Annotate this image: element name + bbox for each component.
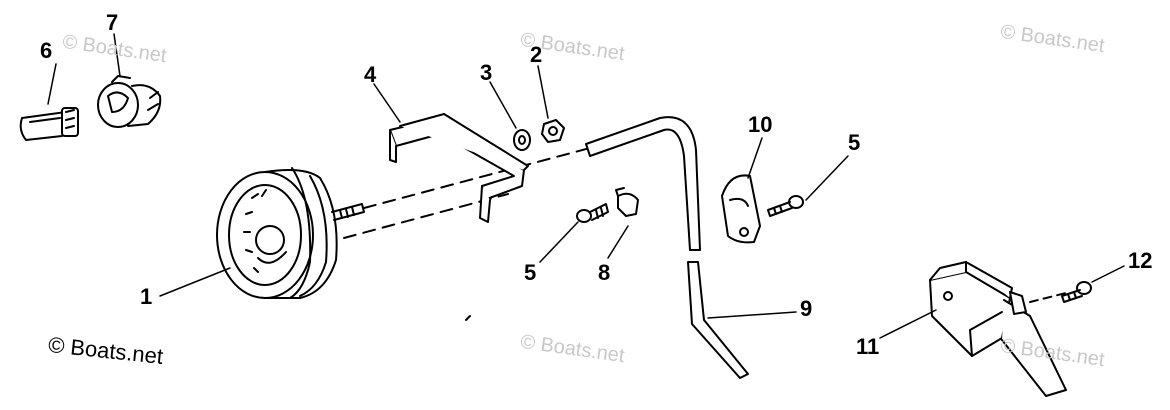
screw-part-5-upper [767,195,804,217]
callout-7: 7 [106,10,119,35]
callout-12: 12 [1128,248,1153,273]
callout-8: 8 [598,260,611,285]
clip-part-8 [615,187,639,217]
callout-10: 10 [748,112,773,137]
callout-4: 4 [364,62,377,87]
callout-9: 9 [800,296,813,321]
gauge-part-1 [216,167,365,299]
callout-5-lower: 5 [524,260,537,285]
callout-1: 1 [140,284,153,309]
callout-11: 11 [856,334,880,359]
callout-2: 2 [530,42,543,67]
hose-part-9 [585,116,749,379]
nut-part-2 [541,119,565,143]
bulb-part-6 [19,107,79,141]
screw-part-12 [1061,281,1092,303]
alignment-dashes [343,147,591,239]
plate-part-10 [721,174,761,244]
socket-part-7 [97,75,162,128]
bracket-part-4 [389,113,529,223]
screw-part-5-lower [576,203,609,223]
washer-part-3 [513,129,531,151]
callout-6: 6 [40,38,53,63]
callout-3: 3 [480,60,493,85]
leader-lines [47,33,1125,339]
callout-5-upper: 5 [848,130,861,155]
switch-part-11 [929,261,1067,397]
